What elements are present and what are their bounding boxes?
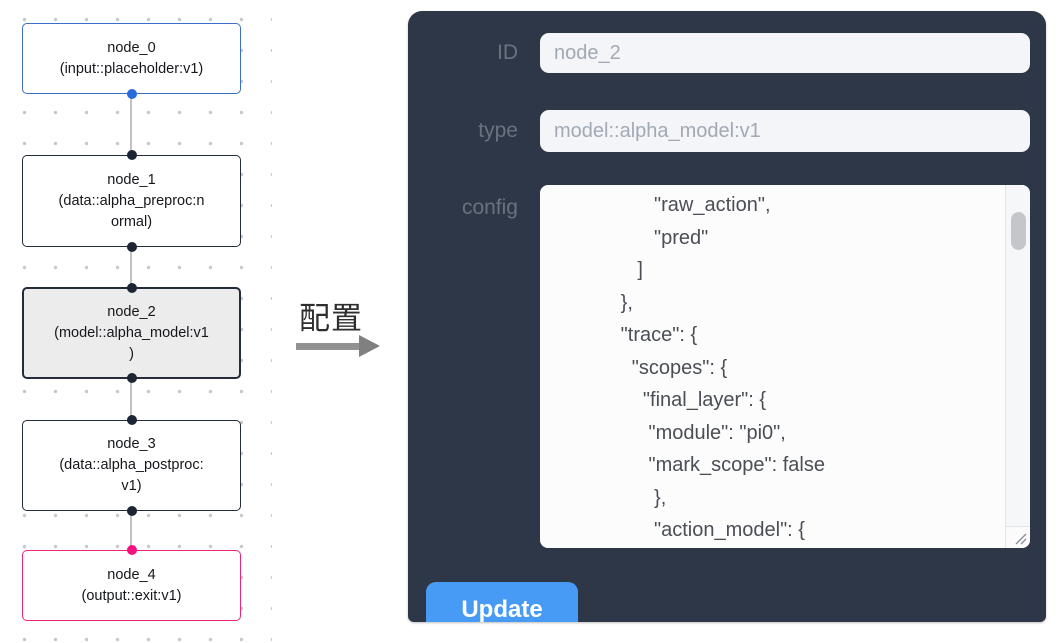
node-type-label: (data::alpha_postproc: v1): [59, 457, 204, 494]
node-config-panel: ID type config "raw_action", "pred" ] },…: [408, 11, 1046, 622]
flow-node-node1[interactable]: node_1 (data::alpha_preproc:n ormal): [22, 150, 241, 252]
node-type-label: (data::alpha_preproc:n ormal): [58, 192, 205, 230]
edge-node1-node2: [130, 248, 132, 287]
update-button[interactable]: Update: [426, 582, 578, 622]
id-field-label: ID: [497, 41, 518, 64]
config-canvas: ID type config "raw_action", "pred" ] },…: [393, 0, 1052, 630]
node-type-label: (model::alpha_model:v1 ): [54, 324, 209, 362]
config-field-label: config: [461, 196, 518, 219]
flow-node-node4[interactable]: node_4 (output::exit:v1): [22, 545, 241, 621]
output-port-icon[interactable]: [126, 373, 137, 383]
node-title: node_4: [107, 566, 156, 583]
output-port-icon[interactable]: [126, 506, 137, 516]
flow-canvas[interactable]: node_0 (input::placeholder:v1) node_1 (d…: [0, 0, 272, 643]
output-port-icon[interactable]: [126, 89, 137, 99]
type-input[interactable]: [540, 110, 1030, 152]
edge-node0-node1: [130, 95, 132, 155]
input-port-icon[interactable]: [126, 415, 137, 425]
node-title: node_3: [107, 436, 156, 452]
input-port-icon[interactable]: [126, 150, 137, 160]
arrow-right-icon: [296, 343, 359, 350]
config-json-text: "raw_action", "pred" ] }, "trace": { "sc…: [620, 194, 825, 541]
output-port-icon[interactable]: [126, 242, 137, 252]
resize-handle-icon[interactable]: [1012, 530, 1028, 546]
node-title: node_2: [107, 303, 156, 320]
config-transition-label: 配置: [299, 301, 363, 336]
id-input[interactable]: [540, 33, 1030, 73]
node-type-label: (output::exit:v1): [81, 587, 182, 604]
node-title: node_1: [107, 171, 156, 188]
flow-node-node0[interactable]: node_0 (input::placeholder:v1): [22, 23, 241, 99]
scrollbar-corner: [1006, 526, 1030, 548]
config-textarea[interactable]: "raw_action", "pred" ] }, "trace": { "sc…: [540, 185, 1030, 548]
node-title: node_0: [107, 39, 156, 56]
scrollbar-thumb[interactable]: [1011, 212, 1026, 250]
arrow-right-icon: [359, 335, 380, 357]
input-port-icon[interactable]: [126, 283, 137, 293]
edge-node3-node4: [130, 512, 132, 550]
scrollbar-track[interactable]: [1005, 185, 1030, 548]
node-type-label: (input::placeholder:v1): [59, 60, 204, 77]
flow-node-node3[interactable]: node_3 (data::alpha_postproc: v1): [22, 415, 241, 516]
flow-node-node2-selected[interactable]: node_2 (model::alpha_model:v1 ): [22, 283, 241, 383]
edge-node2-node3: [130, 380, 132, 420]
type-field-label: type: [478, 119, 518, 142]
input-port-icon[interactable]: [126, 545, 137, 555]
